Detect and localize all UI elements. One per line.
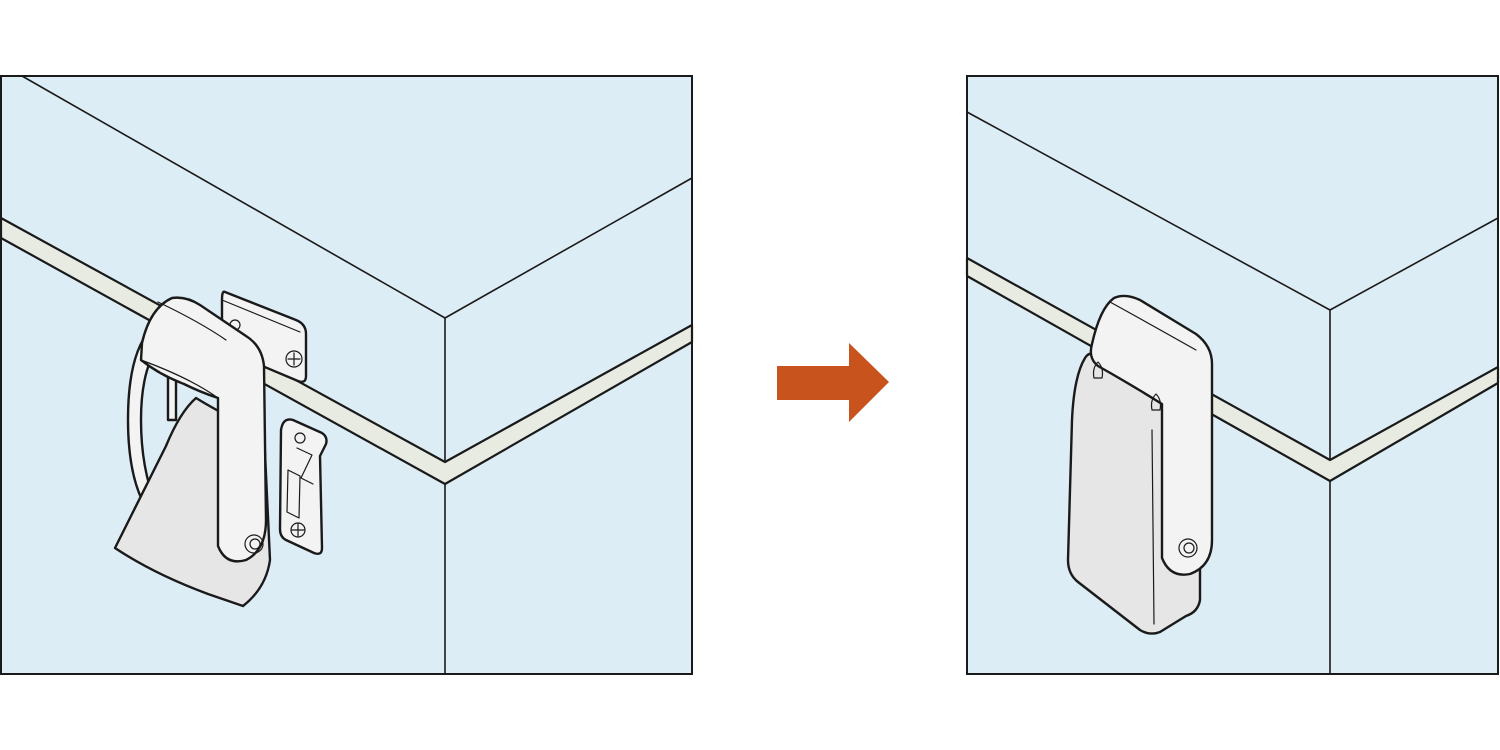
box-edges (21, 75, 693, 675)
rivet-icon (244, 534, 264, 554)
screw-icon (290, 522, 306, 538)
box-background (1, 76, 692, 674)
panel-frame (0, 75, 693, 675)
lower-keeper-plate (278, 418, 328, 556)
rivet-icon (1178, 538, 1198, 558)
arrow-right-icon (777, 343, 889, 422)
panel-after-latch-closed (965, 75, 1500, 675)
screw-icon (285, 350, 303, 368)
upper-catch-plate (220, 290, 308, 384)
latch-lever-open (113, 296, 272, 608)
box-background (967, 76, 1498, 674)
panel-frame (966, 75, 1499, 675)
panel-before-latch-open (0, 75, 694, 675)
latch-closed (1066, 294, 1214, 635)
box-edges (966, 111, 1499, 675)
